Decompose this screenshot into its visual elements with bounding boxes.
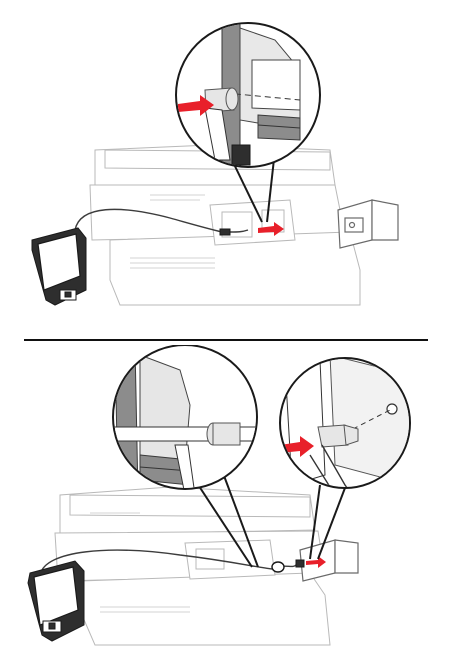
printer-icon <box>54 486 331 646</box>
step-panel-2 <box>0 345 450 662</box>
finisher-unit-icon <box>337 199 399 249</box>
arrow-icon <box>258 222 284 236</box>
magnified-callout-icon <box>175 22 321 168</box>
cable-plug-icon <box>219 228 231 236</box>
magnified-callout-icon <box>279 357 411 489</box>
cable-plug-icon <box>295 559 305 568</box>
step-panel-1 <box>31 22 399 306</box>
step-divider <box>24 339 428 341</box>
magnified-callout-icon <box>112 345 258 490</box>
cable-loop-icon <box>271 561 285 573</box>
power-adapter-icon <box>31 227 87 306</box>
step-2-illustration <box>27 345 411 646</box>
arrow-icon <box>306 556 326 568</box>
printer-icon <box>89 144 361 306</box>
power-adapter-icon <box>27 560 85 642</box>
step-1-illustration <box>31 22 399 306</box>
power-cable <box>74 208 223 233</box>
